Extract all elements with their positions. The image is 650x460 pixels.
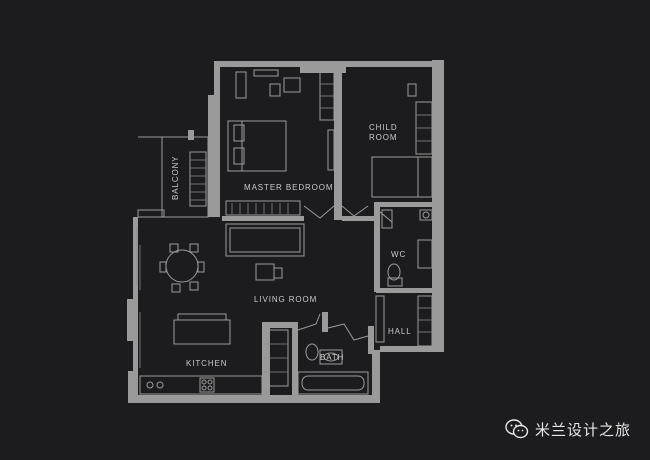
interior-walls <box>222 70 434 402</box>
child-room-furniture <box>371 83 433 198</box>
room-label-hall: HALL <box>388 327 412 336</box>
balcony <box>137 136 209 218</box>
room-label-balcony: BALCONY <box>171 155 180 200</box>
wechat-icon <box>505 419 529 439</box>
kitchen-furniture <box>139 313 289 395</box>
doors <box>297 205 393 341</box>
room-label-master-bedroom: MASTER BEDROOM <box>244 183 334 192</box>
bathroom-fixtures <box>297 209 433 395</box>
hall-furniture <box>375 295 433 347</box>
master-bedroom-furniture <box>225 69 335 216</box>
watermark-text: 米兰设计之旅 <box>535 420 632 439</box>
room-label-bath: BATH <box>320 353 344 362</box>
room-label-child-room-line1: CHILD <box>369 123 398 132</box>
room-label-child-room-line2: ROOM <box>369 133 398 142</box>
room-label-kitchen: KITCHEN <box>186 359 227 368</box>
room-label-living-room: LIVING ROOM <box>254 295 317 304</box>
watermark: 米兰设计之旅 <box>505 416 631 442</box>
room-label-wc: WC <box>391 250 406 259</box>
windows <box>133 62 433 370</box>
living-room-furniture <box>159 223 305 293</box>
exterior-walls <box>127 60 444 403</box>
